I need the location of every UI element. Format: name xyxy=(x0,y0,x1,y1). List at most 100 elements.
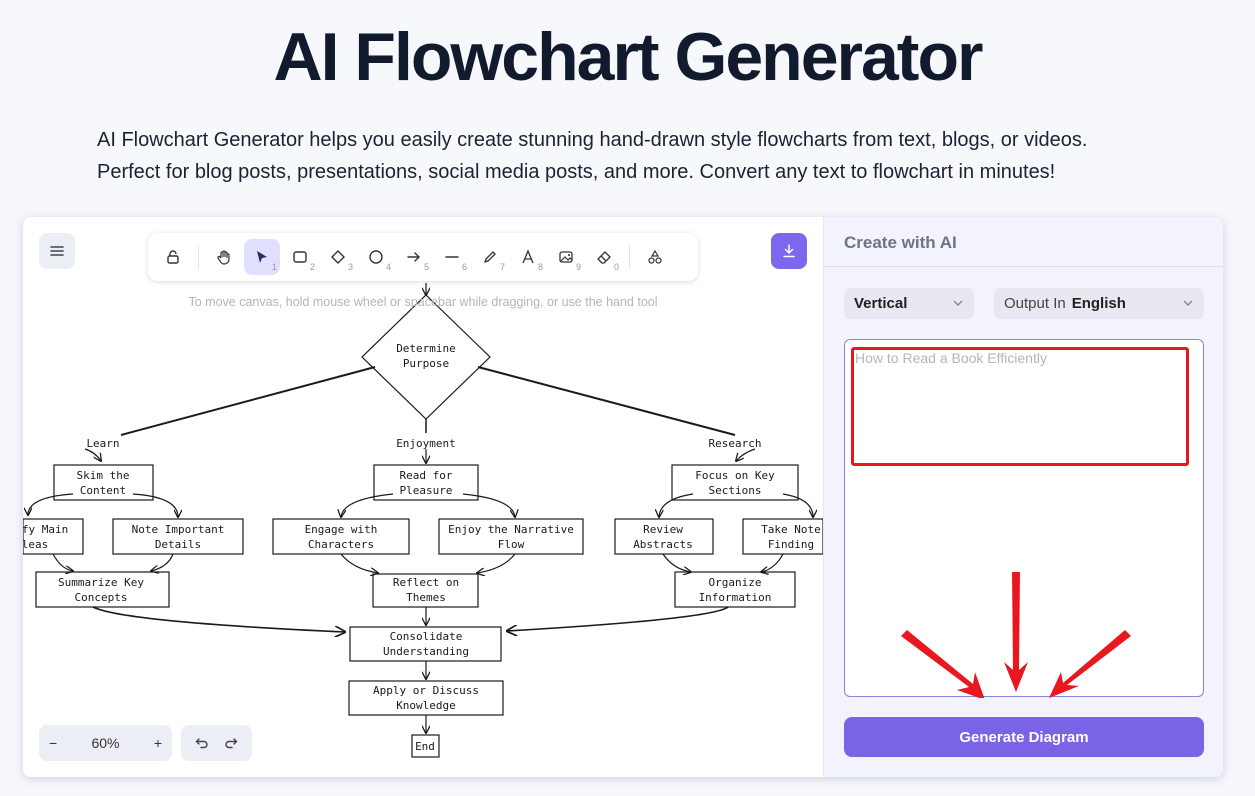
narrative-box xyxy=(438,518,584,555)
flowchart-diagram: Determine Purpose Learn Enjoyment Resear… xyxy=(23,283,823,758)
text-icon xyxy=(522,249,534,264)
create-with-ai-panel: Create with AI Vertical Output In Englis… xyxy=(823,217,1223,777)
direction-select[interactable]: Vertical xyxy=(844,288,974,319)
tool-lock[interactable] xyxy=(155,239,191,275)
rectangle-icon xyxy=(293,251,307,263)
tool-shortcut: 7 xyxy=(499,262,505,272)
tool-arrow[interactable]: 5 xyxy=(396,239,432,275)
narrative-label-line-1: Enjoy the Narrative xyxy=(448,523,574,536)
redo-icon[interactable] xyxy=(224,736,238,750)
zoom-level[interactable]: 60% xyxy=(91,735,120,751)
hamburger-menu-icon xyxy=(50,246,64,256)
summarize-box xyxy=(35,571,170,608)
engage-label-line-2: Characters xyxy=(308,538,374,551)
tool-text[interactable]: 8 xyxy=(510,239,546,275)
engage-label-line-1: Engage with xyxy=(305,523,378,536)
tool-select[interactable]: 1 xyxy=(244,239,280,275)
focus-label-line-1: Focus on Key xyxy=(695,469,775,482)
skim-label-line-1: Skim the xyxy=(77,469,130,482)
note-label-line-2: Details xyxy=(155,538,201,551)
read-label-line-2: Pleasure xyxy=(400,484,453,497)
tool-line[interactable]: 6 xyxy=(434,239,470,275)
description-line-2: Perfect for blog posts, presentations, s… xyxy=(97,161,1056,183)
skim-box xyxy=(53,464,154,501)
tool-ellipse[interactable]: 4 xyxy=(358,239,394,275)
prompt-input[interactable] xyxy=(845,340,1203,696)
chevron-down-icon xyxy=(953,300,963,306)
consolidate-label-line-1: Consolidate xyxy=(390,630,463,643)
undo-icon[interactable] xyxy=(195,736,209,750)
read-label-line-1: Read for xyxy=(400,469,453,482)
note-box xyxy=(112,518,244,555)
tool-shortcut: 9 xyxy=(575,262,581,272)
root-label-line-1: Determine xyxy=(396,342,456,355)
skim-label-line-2: Content xyxy=(80,484,126,497)
read-box xyxy=(373,464,479,501)
toolbar-separator xyxy=(198,245,199,269)
direction-value: Vertical xyxy=(854,295,908,312)
tool-shortcut: 2 xyxy=(309,262,315,272)
image-icon xyxy=(559,251,573,263)
panel-title: Create with AI xyxy=(844,233,957,252)
canvas-hint: To move canvas, hold mouse wheel or spac… xyxy=(188,295,658,309)
tool-diamond[interactable]: 3 xyxy=(320,239,356,275)
branch-learn-label: Learn xyxy=(86,437,119,450)
chevron-down-icon xyxy=(1183,300,1193,306)
focus-label-line-2: Sections xyxy=(709,484,762,497)
output-language-select[interactable]: Output In English xyxy=(994,288,1204,319)
review-label-line-1: Review xyxy=(643,523,683,536)
tool-rectangle[interactable]: 2 xyxy=(282,239,318,275)
narrative-label-line-2: Flow xyxy=(498,538,525,551)
tool-shortcut: 6 xyxy=(461,262,467,272)
apply-label-line-2: Knowledge xyxy=(396,699,456,712)
tool-shortcut: 4 xyxy=(385,262,391,272)
review-box xyxy=(614,518,714,555)
description-line-1: AI Flowchart Generator helps you easily … xyxy=(97,129,1088,151)
hand-icon xyxy=(217,250,230,265)
page-description: AI Flowchart Generator helps you easily … xyxy=(97,124,1197,188)
tool-eraser[interactable]: 0 xyxy=(586,239,622,275)
summarize-label-line-2: Concepts xyxy=(75,591,128,604)
panel-divider xyxy=(824,266,1223,267)
eraser-icon xyxy=(597,251,611,264)
generate-diagram-button[interactable]: Generate Diagram xyxy=(844,717,1204,757)
tool-shortcut: 8 xyxy=(537,262,543,272)
tool-image[interactable]: 9 xyxy=(548,239,584,275)
organize-label-line-2: Information xyxy=(699,591,772,604)
zoom-in-button[interactable]: + xyxy=(153,735,162,751)
note-label-line-1: Note Important xyxy=(132,523,225,536)
shapes-library-icon xyxy=(648,249,662,264)
main-menu-button[interactable] xyxy=(39,233,75,269)
flowchart-app: Determine Purpose Learn Enjoyment Resear… xyxy=(23,217,1223,777)
zoom-out-button[interactable]: − xyxy=(49,735,58,751)
undo-redo-control xyxy=(181,725,252,761)
focus-box xyxy=(671,464,799,501)
arrow-icon xyxy=(407,252,420,262)
reflect-label-line-1: Reflect on xyxy=(393,576,459,589)
end-label: End xyxy=(415,740,435,753)
takenotes-label-line-1: Take Note xyxy=(761,523,821,536)
identify-label-line-1: fy Main xyxy=(23,523,68,536)
tool-shortcut: 1 xyxy=(271,262,277,272)
tool-shapes-library[interactable] xyxy=(637,239,673,275)
tool-pencil[interactable]: 7 xyxy=(472,239,508,275)
lock-icon xyxy=(167,250,179,264)
tool-shortcut: 3 xyxy=(347,262,353,272)
end-box xyxy=(411,734,440,758)
pointer-icon xyxy=(257,251,267,263)
download-button[interactable] xyxy=(771,233,807,269)
organize-box xyxy=(674,571,796,608)
pencil-icon xyxy=(484,251,496,263)
output-language-value: English xyxy=(1071,295,1126,312)
toolbar-separator xyxy=(629,245,630,269)
branch-research-label: Research xyxy=(709,437,762,450)
prompt-input-wrapper xyxy=(844,339,1204,698)
identify-label-line-2: leas xyxy=(23,538,48,551)
line-icon xyxy=(445,256,459,258)
ellipse-icon xyxy=(369,250,383,264)
review-label-line-2: Abstracts xyxy=(633,538,693,551)
drawing-canvas[interactable]: Determine Purpose Learn Enjoyment Resear… xyxy=(23,217,823,777)
tool-shortcut: 0 xyxy=(613,262,619,272)
tool-hand[interactable] xyxy=(206,239,242,275)
consolidate-label-line-2: Understanding xyxy=(383,645,469,658)
